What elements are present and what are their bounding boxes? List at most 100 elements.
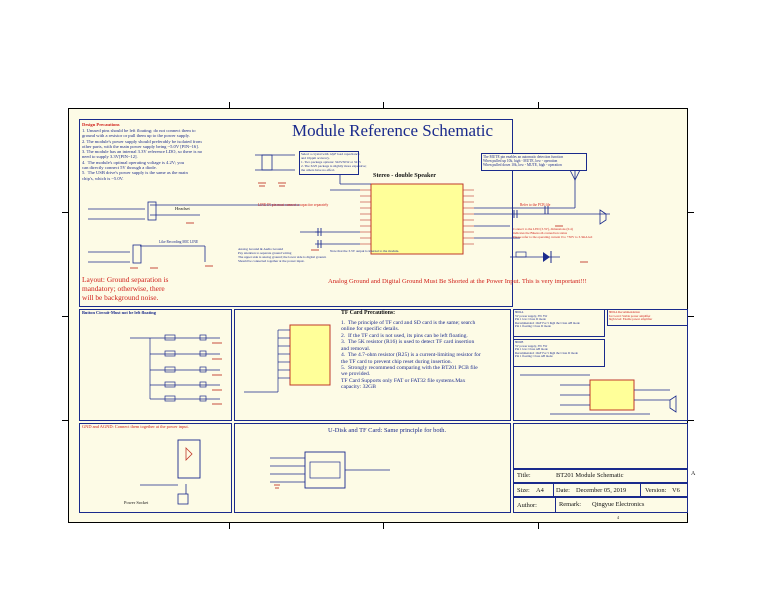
tf-card-precautions: 1. The principle of TF card and SD card … xyxy=(341,320,481,391)
frame-tick xyxy=(688,316,694,317)
zone-tf-card xyxy=(234,309,511,421)
amp-note-line: 5V power supply, 3W 5W xyxy=(515,343,548,348)
frame-tick xyxy=(229,102,230,108)
tf-card-line: capacity: 32GB xyxy=(341,384,376,391)
mute-note-line: When pulled up 10k, high - MUTE, low - o… xyxy=(483,159,558,164)
amp-note-line: Ice Level: Stable power amplifier xyxy=(609,313,651,318)
headset-label: Headset xyxy=(175,206,190,211)
amp-note-line: Recommended: 10uF For 5 high the Class D… xyxy=(515,350,578,355)
size-value: A4 xyxy=(536,487,544,494)
internal-note: Note that the 3.3V output is internal to… xyxy=(330,249,400,253)
crystal-note-line: and 10ppm accuracy. xyxy=(301,155,330,160)
stereo-label: Stereo - double Speaker xyxy=(373,172,436,179)
frame-tick xyxy=(62,212,68,213)
tf-card-line: 5. Strongly recommend comparing with the… xyxy=(341,364,478,371)
analog-ground-note-line: The upper side is analog ground; the low… xyxy=(238,254,327,259)
sheet-letter: A xyxy=(691,471,696,477)
frame-tick xyxy=(688,212,694,213)
gnd-label: GND and AGND: Connect them together at t… xyxy=(82,424,189,429)
led-note-line: indicates the Bluetooth connection statu… xyxy=(513,230,568,235)
frame-tick xyxy=(62,420,68,421)
frame-tick xyxy=(383,523,384,529)
author-label: Author: xyxy=(517,502,537,509)
crystal-note-line: 2. The 3225 package is slightly more exp… xyxy=(301,163,367,168)
tf-card-line: online for specific details. xyxy=(341,326,400,333)
crystal-note-line: 1. Two package options: 3225/5032 or 321… xyxy=(301,159,361,164)
version-value: V6 xyxy=(672,487,680,494)
design-precautions-list: 1. Unused pins should be left floating; … xyxy=(82,128,202,181)
analog-ground-note-line: Pay attention to separate ground wiring xyxy=(238,250,292,255)
amp-note-line: Pin 1 floating: Class AB mode xyxy=(515,354,553,359)
zone-udisk xyxy=(234,423,511,513)
title-block-remark-cell xyxy=(555,497,688,513)
design-precaution-line: 1. Unused pins should be left floating; … xyxy=(82,128,196,133)
version-label: Version: xyxy=(645,487,667,494)
mute-note-line: The MUTE pin enables an automatic detect… xyxy=(483,155,564,159)
analog-ground-note-line: Analog Ground & Audio Ground xyxy=(238,247,284,251)
amp-note-line: Pin 1 floating: Class D mode xyxy=(515,324,551,329)
date-label: Date: xyxy=(556,487,570,494)
mute-note-line: When pulled down 10k, low - MUTE, high -… xyxy=(483,163,562,168)
remark-label: Remark: xyxy=(559,501,582,508)
tf-card-line: and removal. xyxy=(341,345,371,352)
tf-card-line: the TF card to prevent chip reset during… xyxy=(341,358,452,365)
tf-card-heading: TF Card Precautions: xyxy=(341,310,396,316)
design-precaution-line: can directly connect 5V through a diode. xyxy=(82,164,157,170)
ground-warning: Analog Ground and Digital Ground Must Be… xyxy=(328,278,587,285)
mute-note: The MUTE pin enables an automatic detect… xyxy=(481,153,587,171)
frame-tick xyxy=(538,102,539,108)
zone-buttons xyxy=(79,309,232,421)
zone-main-module xyxy=(79,119,513,307)
zone-power xyxy=(79,423,232,513)
tf-card-socket xyxy=(289,324,331,386)
zone-blank xyxy=(513,423,688,469)
frame-tick xyxy=(688,420,694,421)
title-block-row-title xyxy=(513,469,688,483)
layout-warning: Layout: Ground separation is mandatory; … xyxy=(82,275,169,302)
design-precaution-line: other parts, with the main power supply … xyxy=(82,143,199,149)
amp-note-line: 8002B xyxy=(515,340,524,344)
udisk-label: U-Disk and TF Card: Same principle for b… xyxy=(328,427,447,434)
power-socket-label: Power Socket xyxy=(124,500,149,505)
design-precaution-line: 3. The module has an internal 3.3V refer… xyxy=(82,149,203,155)
design-precaution-line: chip's, which is ~5.0V. xyxy=(82,175,124,181)
amp-note-line: Recommended: 10uF For 5 high the Class A… xyxy=(515,320,580,325)
schematic-title: Module Reference Schematic xyxy=(292,121,494,140)
frame-tick xyxy=(62,316,68,317)
tf-card-line: 4. The 4.7-ohm resistor (R25) is a curre… xyxy=(341,352,481,359)
design-precaution-line: 5. The USB drive's power supply is the s… xyxy=(82,170,188,176)
led-note-line: Connect to the LED (3.3V), dimensions (0… xyxy=(513,227,573,231)
mic-label: Like Recording MIC LINE xyxy=(159,240,199,244)
crystal-note-line: Select a crystal with 12pF load capacita… xyxy=(301,152,360,156)
analog-ground-note-line: Should be connected together at the powe… xyxy=(238,258,305,263)
design-precaution-line: 4. The module's optimal operating voltag… xyxy=(82,159,185,165)
title-block-date-cell xyxy=(553,483,641,497)
crystal-note-line: the others have no effect. xyxy=(301,167,336,172)
amp-note-line: Pin 1 low: Class AB mode xyxy=(515,347,548,352)
frame-tick xyxy=(538,523,539,529)
crystal-note: Select a crystal with 12pF load capacita… xyxy=(299,151,367,175)
led-note-line: Please refer to the operating current 0 … xyxy=(513,234,593,239)
tf-card-line: we provided. xyxy=(341,371,371,378)
module-ic xyxy=(370,183,464,255)
amp-note-line: 8002A Recommendation xyxy=(609,310,640,314)
amp-note-line: 5V power supply, 3W 5W xyxy=(515,313,548,318)
pcb-note: Refer to the PCB file xyxy=(520,203,551,207)
button-circuit-label: Button Circuit-Must not be left floating xyxy=(82,310,156,315)
size-label: Size: xyxy=(517,487,530,494)
title-label: Title: xyxy=(517,472,531,479)
amp-note-line: high level: Enable power amplifier xyxy=(609,317,653,322)
sheet-number: 4 xyxy=(617,515,619,520)
design-precaution-line: ground with a resistor or pull them up t… xyxy=(82,133,190,139)
design-precaution-line: need to supply 3.3V[PIN~12]. xyxy=(82,154,138,160)
date-value: December 05, 2019 xyxy=(576,487,627,494)
frame-tick xyxy=(383,102,384,108)
tf-card-line: 1. The principle of TF card and SD card … xyxy=(341,320,476,326)
frame-tick xyxy=(229,523,230,529)
tf-card-line: TF Card Supports only FAT or FAT32 file … xyxy=(341,377,466,384)
